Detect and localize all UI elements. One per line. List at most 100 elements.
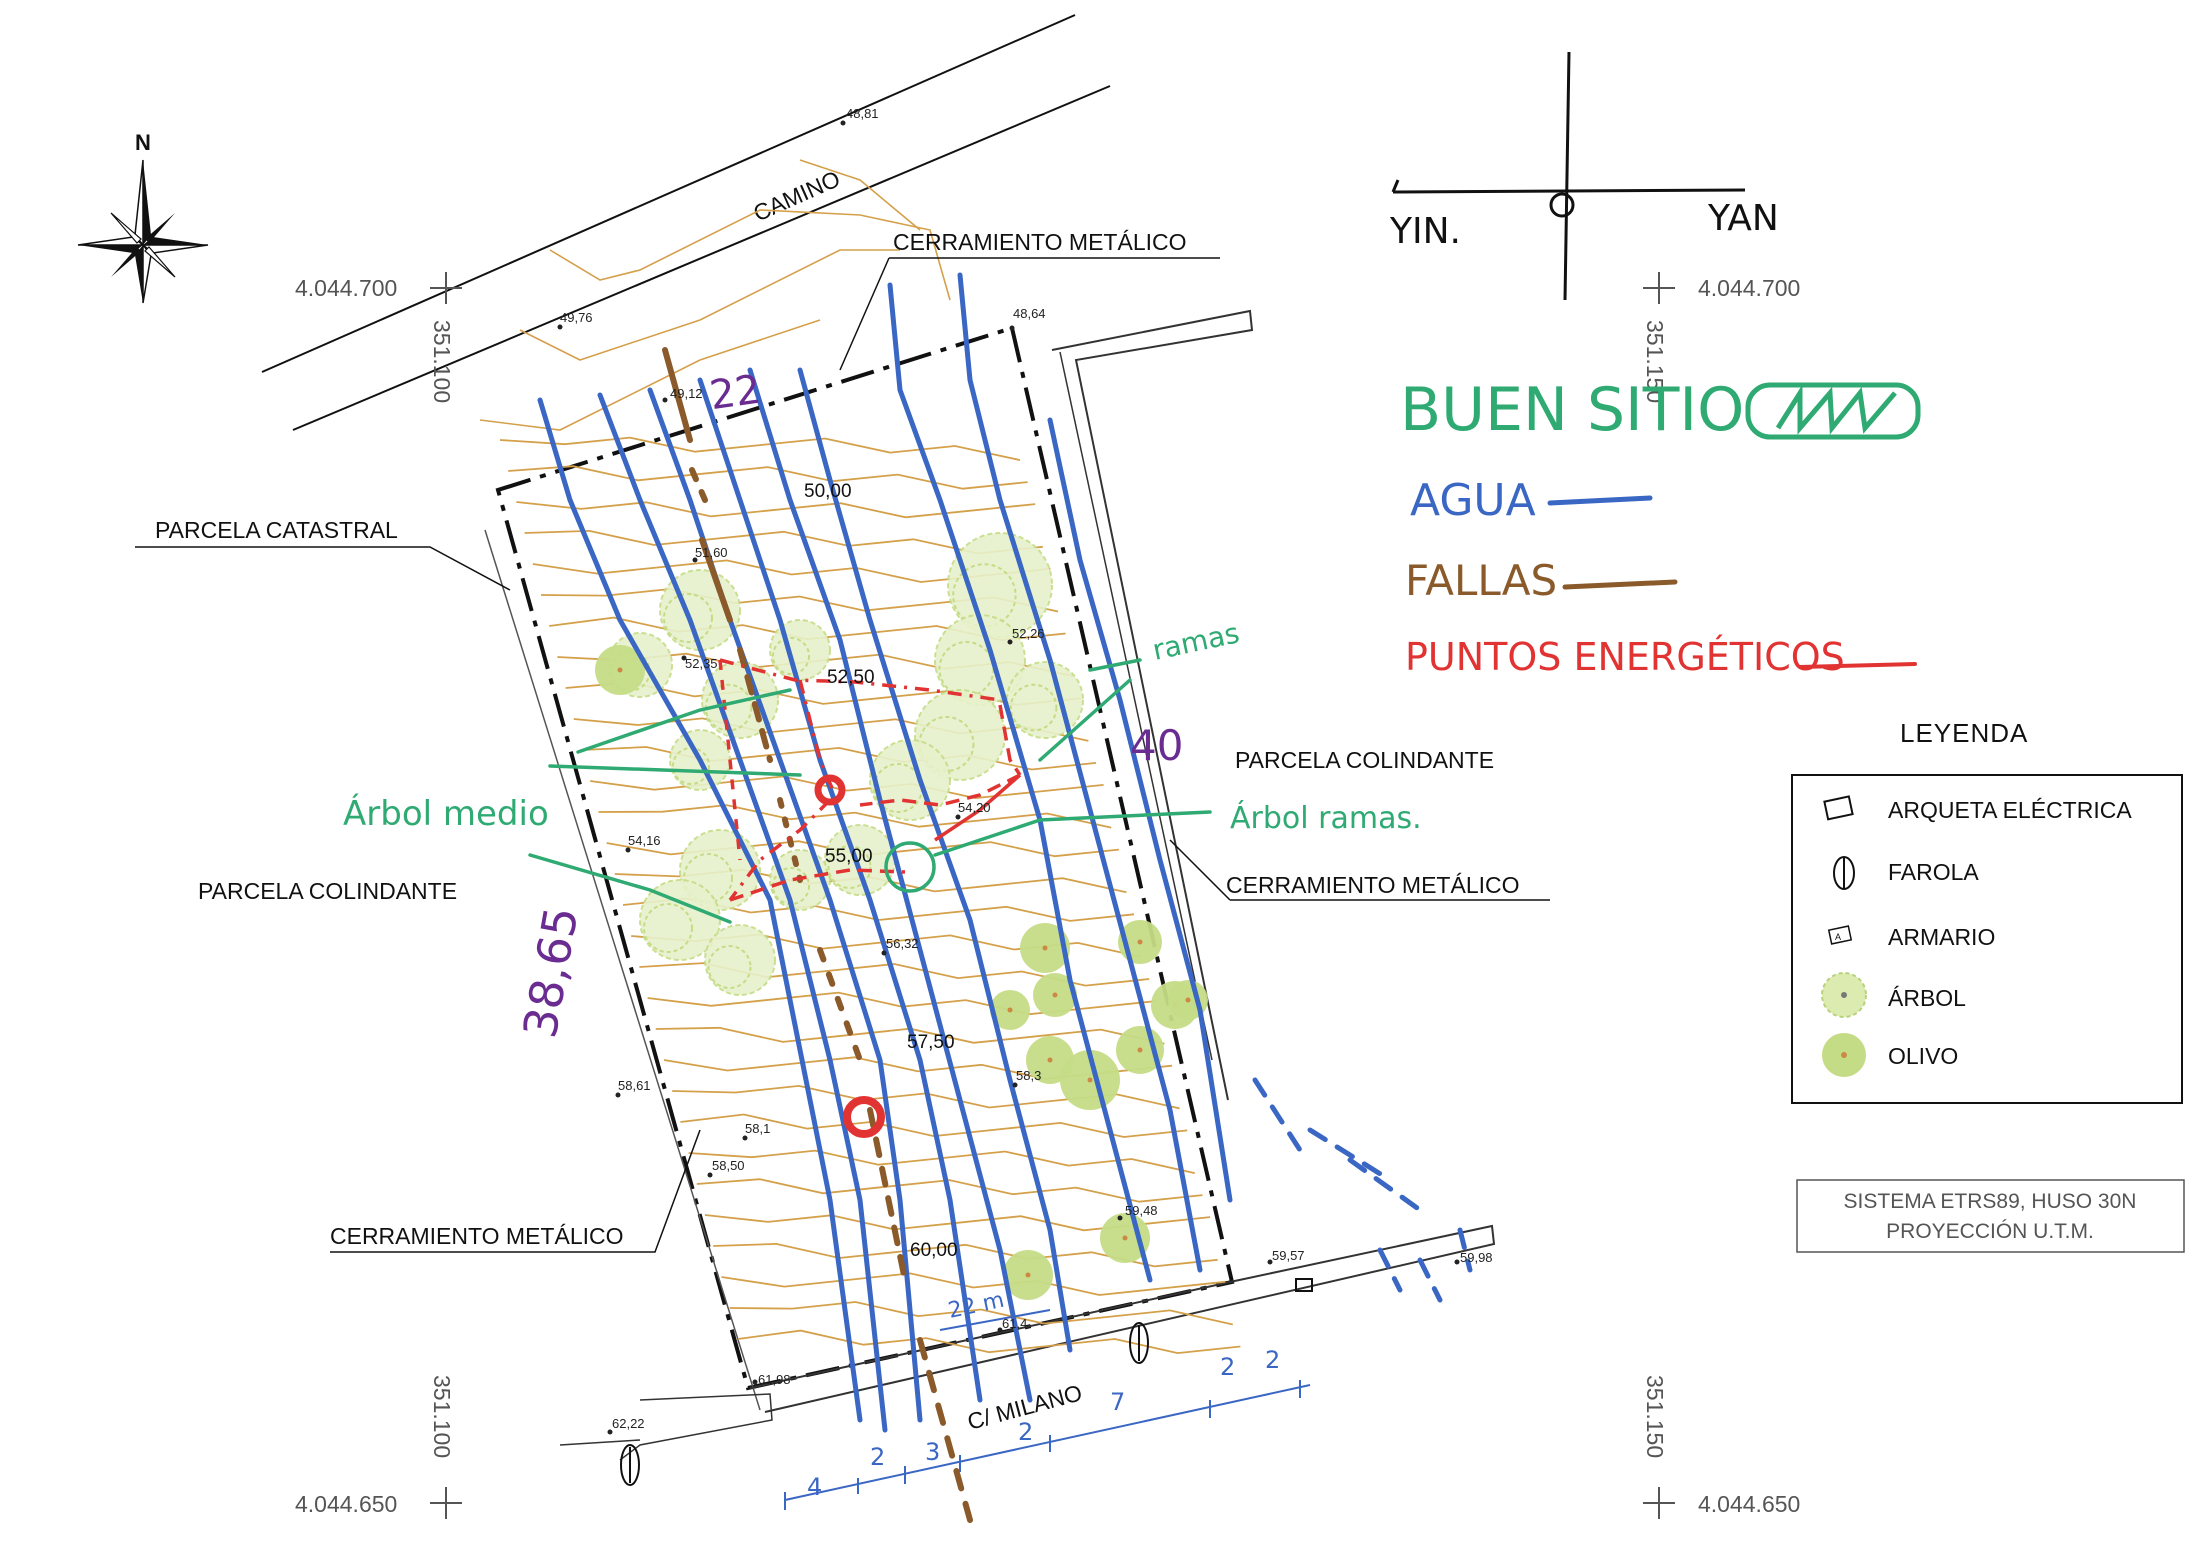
dim-top: 22 xyxy=(707,367,764,420)
dim-inner: 22 m xyxy=(946,1288,1006,1324)
contour-value: 57,50 xyxy=(907,1032,955,1053)
water-line xyxy=(537,397,863,1423)
energy-point-1 xyxy=(814,774,846,806)
energy-points xyxy=(814,774,885,1138)
north-arrow: N xyxy=(77,130,209,304)
legend-item-label: FAROLA xyxy=(1888,859,1979,885)
coord-bl-north: 4.044.650 xyxy=(295,1491,397,1517)
callout-leaders xyxy=(135,257,1550,1253)
label-parcela-catastral: PARCELA CATASTRAL xyxy=(155,517,398,543)
spot-height: 49,76 xyxy=(560,310,593,325)
olive-tree xyxy=(990,990,1030,1030)
spot-height: 59,48 xyxy=(1125,1203,1158,1218)
tree-canopy xyxy=(704,924,776,996)
dim-segment: 2 xyxy=(1018,1418,1033,1446)
water-line xyxy=(647,387,923,1423)
water-line xyxy=(1047,417,1233,1203)
dim-right: 40 xyxy=(1130,721,1183,770)
contour-line xyxy=(598,804,1112,829)
key-agua: AGUA xyxy=(1410,475,1536,526)
olive-tree xyxy=(1003,1250,1053,1300)
spot-height: 61,98 xyxy=(758,1372,791,1387)
contour-values: 50,00 52,50 55,00 57,50 60,00 xyxy=(804,481,958,1261)
square-icon xyxy=(1823,795,1854,821)
tree-canopy xyxy=(769,619,831,681)
north-label: N xyxy=(135,130,151,155)
contour-line xyxy=(516,501,1036,519)
spot-height: 56,32 xyxy=(886,936,919,951)
spot-height: 58,61 xyxy=(618,1078,651,1093)
coord-top-left-east: 351.100 xyxy=(429,320,455,403)
label-cerramiento-top: CERRAMIENTO METÁLICO xyxy=(893,229,1187,255)
coord-tl-north: 4.044.700 xyxy=(295,275,397,301)
legend-item-label: ARMARIO xyxy=(1888,924,1995,950)
system-line-2: PROYECCIÓN U.T.M. xyxy=(1886,1220,2094,1243)
water-line-dashed xyxy=(1347,1157,1423,1213)
yan-label: YAN xyxy=(1707,198,1779,239)
svg-text:A: A xyxy=(1835,932,1841,942)
spot-heights: 48,81 49,76 48,64 49,12 51,60 52,35 52,2… xyxy=(557,106,1493,1435)
key-buen-sitio-swatch xyxy=(1745,382,1921,440)
note-arbol-medio: Árbol medio xyxy=(343,793,549,834)
yin-yan-axis xyxy=(1391,51,1746,301)
note-ramas: ramas xyxy=(1150,616,1243,667)
road-contours xyxy=(479,159,951,431)
contour-line xyxy=(729,1301,1233,1326)
coord-bottom-right-east: 351.150 xyxy=(1642,1375,1668,1458)
key-puntos-line xyxy=(1798,662,1917,669)
key-fallas-line xyxy=(1562,579,1678,590)
key-buen-sitio: BUEN SITIO xyxy=(1400,375,1744,445)
spot-height: 48,64 xyxy=(1013,306,1046,321)
good-site-annotations xyxy=(528,658,1212,924)
contour-value: 55,00 xyxy=(825,846,873,867)
contour-line xyxy=(590,775,1104,800)
spot-height: 58,3 xyxy=(1016,1068,1041,1083)
lamp-icon xyxy=(1833,856,1855,890)
contour-line xyxy=(737,1329,1241,1355)
coord-bottom-left-east: 351.100 xyxy=(429,1375,455,1458)
legend: LEYENDA A ARQUETA ELÉCTRICA FAROLA ARMAR… xyxy=(1791,718,2183,1104)
legend-item-label: ARQUETA ELÉCTRICA xyxy=(1888,797,2132,823)
lamp-icon xyxy=(620,1444,640,1486)
dim-segment: 2 xyxy=(870,1443,885,1471)
electrical-box-icon xyxy=(1295,1278,1313,1292)
olive-tree xyxy=(1033,973,1077,1017)
coord-tr-north: 4.044.700 xyxy=(1698,275,1800,301)
spot-height: 52,35 xyxy=(685,656,718,671)
fault-lines xyxy=(662,347,973,1523)
contour-line xyxy=(696,1178,1203,1203)
spot-height: 51,60 xyxy=(695,545,728,560)
water-line-dashed xyxy=(1252,1077,1303,1153)
tree-icon xyxy=(1821,972,1867,1018)
bottom-dims: 4 2 3 2 7 2 2 xyxy=(807,1346,1280,1501)
label-cerramiento-right: CERRAMIENTO METÁLICO xyxy=(1226,872,1520,898)
energy-point-2 xyxy=(843,1096,885,1138)
label-cerramiento-bottom: CERRAMIENTO METÁLICO xyxy=(330,1223,624,1249)
parcel-boundary xyxy=(484,309,1496,1461)
dim-segment: 3 xyxy=(925,1438,940,1466)
key-fallas: FALLAS xyxy=(1405,556,1557,605)
dim-segment: 7 xyxy=(1110,1388,1125,1416)
contour-value: 60,00 xyxy=(910,1240,958,1261)
label-parcela-colindante-left: PARCELA COLINDANTE xyxy=(198,878,457,904)
contour-value: 52,50 xyxy=(827,667,875,688)
lamp-icon xyxy=(1129,1322,1149,1364)
spot-height: 52,26 xyxy=(1012,626,1045,641)
tree-canopy xyxy=(1006,661,1084,739)
water-line-dashed xyxy=(1377,1247,1403,1293)
street-lamps xyxy=(620,1278,1313,1486)
olive-tree xyxy=(1020,923,1070,973)
water-line xyxy=(697,377,983,1403)
dim-segment: 2 xyxy=(1265,1346,1280,1374)
tree-canopy xyxy=(639,879,721,961)
spot-height: 58,1 xyxy=(745,1121,770,1136)
spot-height: 59,98 xyxy=(1460,1250,1493,1265)
contour-line xyxy=(508,465,1028,490)
contour-line xyxy=(721,1272,1226,1296)
contour-line xyxy=(581,746,1097,771)
energy-lines xyxy=(718,658,1022,902)
spot-height: 61,4 xyxy=(1002,1316,1027,1331)
legend-title: LEYENDA xyxy=(1900,718,2028,748)
spot-height: 48,81 xyxy=(846,106,879,121)
